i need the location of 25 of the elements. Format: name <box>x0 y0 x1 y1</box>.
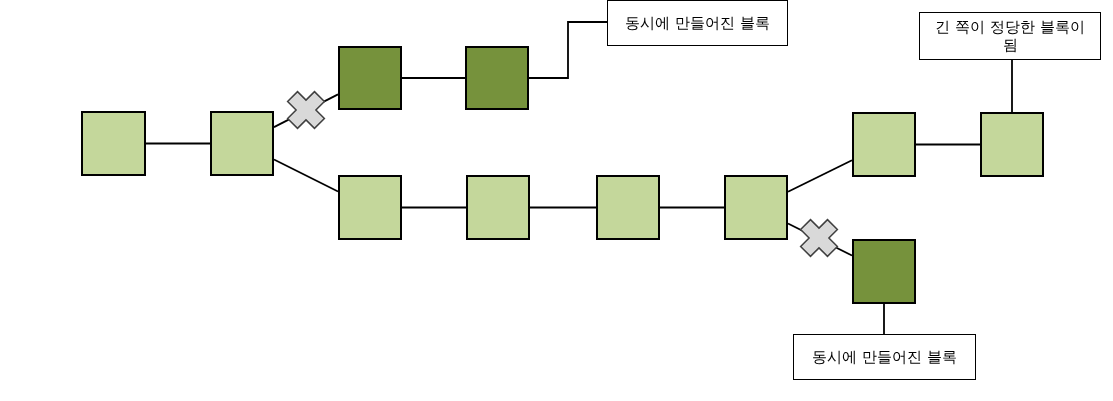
block-box <box>466 175 530 240</box>
connector-line <box>273 158 339 193</box>
connector-line <box>401 206 467 209</box>
callout-box: 동시에 만들어진 블록 <box>607 0 788 46</box>
block-box <box>852 239 916 304</box>
connector-line <box>659 206 725 209</box>
callout-box: 동시에 만들어진 블록 <box>793 334 976 380</box>
connector-line <box>401 77 466 79</box>
block-box <box>465 46 529 110</box>
connector-line <box>145 142 211 145</box>
block-box <box>980 112 1044 177</box>
callout-box: 긴 쪽이 정당한 블록이 됨 <box>919 12 1101 60</box>
block-box <box>210 111 274 176</box>
leader-line <box>883 303 885 335</box>
connector-line <box>787 159 853 193</box>
block-box <box>724 175 788 240</box>
block-box <box>338 46 402 110</box>
block-box <box>852 112 916 177</box>
block-box <box>81 111 146 176</box>
leader-line <box>528 21 608 79</box>
connector-line <box>915 143 981 146</box>
leader-line <box>1011 59 1013 113</box>
block-box <box>338 175 402 240</box>
connector-line <box>529 206 597 209</box>
block-box <box>596 175 660 240</box>
